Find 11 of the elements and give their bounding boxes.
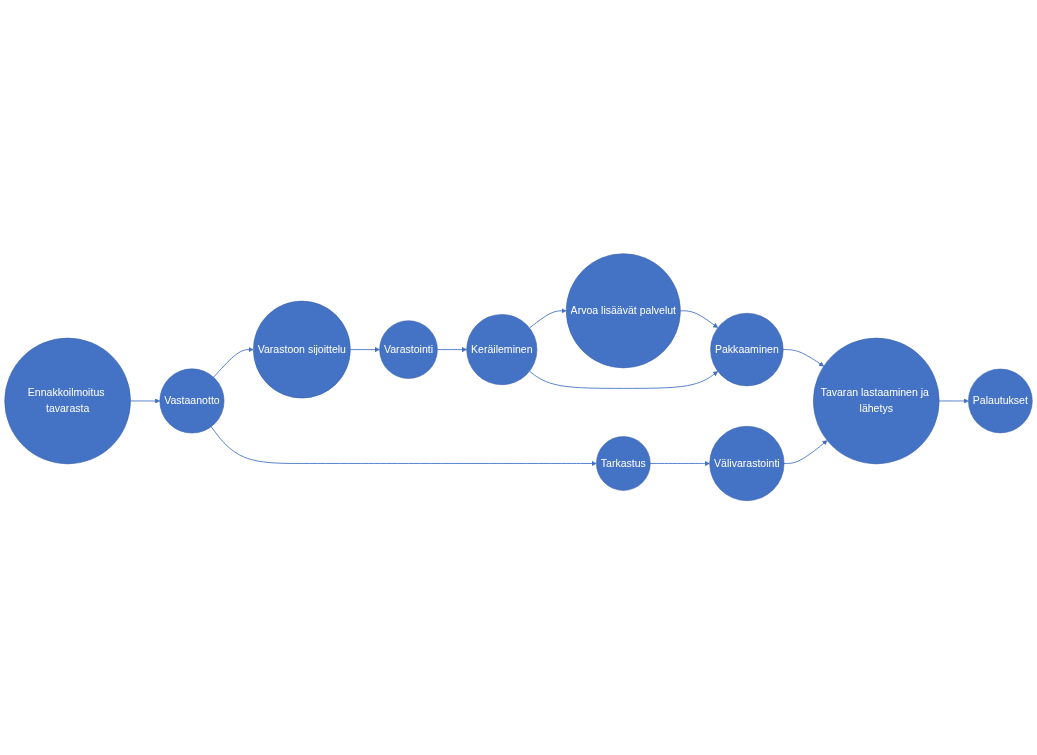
node-circle: Varastoon sijoittelu	[253, 301, 351, 399]
node-circle: Tarkastus	[596, 436, 651, 492]
node-circle: Ennakkoilmoitus tavarasta	[4, 338, 131, 465]
node-circle: Vastaanotto	[159, 368, 225, 434]
node-circle: Arvoa lisäävät palvelut	[565, 253, 681, 369]
node-circle: Välivarastointi	[709, 426, 785, 502]
node-circle: Varastointi	[379, 320, 438, 380]
node-circle: Palautukset	[968, 369, 1033, 434]
node-circle: Keräileminen	[466, 314, 538, 386]
node-circle: Pakkaaminen	[710, 313, 784, 387]
node-circle: Tavaran lastaaminen ja lähetys	[813, 338, 940, 465]
